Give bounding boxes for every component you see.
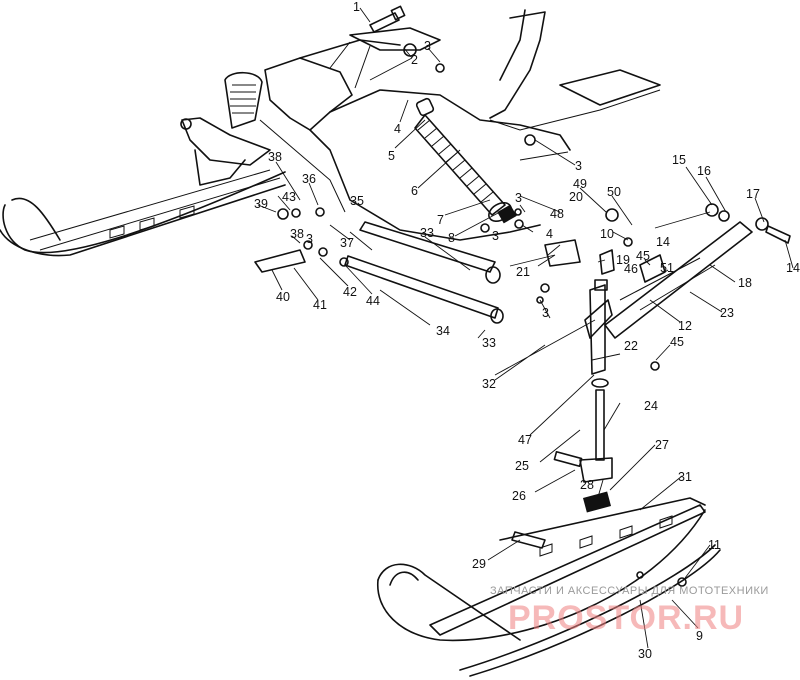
- label-8: 8: [448, 231, 455, 245]
- tie-rod-assembly: [604, 203, 791, 339]
- label-15: 15: [672, 153, 686, 167]
- label-20: 20: [569, 190, 583, 204]
- label-50: 50: [607, 185, 621, 199]
- label-4: 4: [394, 122, 401, 136]
- part-number-labels: 1 2 3 3 3 3 3 3 4 4 5 6 7 8 9 10 11 12 1…: [254, 0, 800, 661]
- label-33: 33: [420, 226, 434, 240]
- label-3: 3: [542, 306, 549, 320]
- label-30: 30: [638, 647, 652, 661]
- label-25: 25: [515, 459, 529, 473]
- label-5: 5: [388, 149, 395, 163]
- label-6: 6: [411, 184, 418, 198]
- watermark-tagline: ЗАПЧАСТИ И АКСЕССУАРЫ ДЛЯ МОТОТЕХНИКИ: [490, 585, 769, 597]
- label-44: 44: [366, 294, 380, 308]
- label-23: 23: [720, 306, 734, 320]
- label-42: 42: [343, 285, 357, 299]
- label-19: 19: [616, 253, 630, 267]
- label-40: 40: [276, 290, 290, 304]
- label-33: 33: [482, 336, 496, 350]
- label-3: 3: [306, 232, 313, 246]
- label-51: 51: [660, 261, 674, 275]
- label-10: 10: [600, 227, 614, 241]
- label-4: 4: [546, 227, 553, 241]
- watermark: ЗАПЧАСТИ И АКСЕССУАРЫ ДЛЯ МОТОТЕХНИКИ PR…: [490, 585, 790, 645]
- bulkhead-frame: [259, 9, 661, 241]
- label-12: 12: [678, 319, 692, 333]
- spindle: [553, 279, 613, 483]
- label-14: 14: [786, 261, 800, 275]
- label-32: 32: [482, 377, 496, 391]
- label-39: 39: [254, 197, 268, 211]
- label-36: 36: [302, 172, 316, 186]
- label-46: 46: [624, 262, 638, 276]
- label-1: 1: [353, 0, 360, 14]
- bolt-1: [369, 5, 406, 33]
- label-9: 9: [696, 629, 703, 643]
- front-shock: [414, 97, 517, 224]
- label-21: 21: [516, 265, 530, 279]
- label-3: 3: [492, 229, 499, 243]
- label-28: 28: [580, 478, 594, 492]
- label-14: 14: [656, 235, 670, 249]
- label-43: 43: [282, 190, 296, 204]
- label-17: 17: [746, 187, 760, 201]
- label-31: 31: [678, 470, 692, 484]
- leader-lines: [257, 7, 794, 649]
- label-37: 37: [340, 236, 354, 250]
- rear-ski: [0, 169, 286, 257]
- label-7: 7: [437, 213, 444, 227]
- label-38: 38: [290, 227, 304, 241]
- label-29: 29: [472, 557, 486, 571]
- rear-shock-assembly: [180, 71, 271, 186]
- label-38: 38: [268, 150, 282, 164]
- label-45: 45: [670, 335, 684, 349]
- front-ski: [377, 491, 721, 677]
- label-27: 27: [655, 438, 669, 452]
- label-22: 22: [624, 339, 638, 353]
- label-34: 34: [436, 324, 450, 338]
- label-3: 3: [575, 159, 582, 173]
- label-45: 45: [636, 249, 650, 263]
- label-35: 35: [350, 194, 364, 208]
- label-16: 16: [697, 164, 711, 178]
- label-3: 3: [515, 191, 522, 205]
- label-48: 48: [550, 207, 564, 221]
- label-11: 11: [708, 538, 721, 552]
- label-47: 47: [518, 433, 532, 447]
- label-26: 26: [512, 489, 526, 503]
- small-hardware: [254, 43, 687, 587]
- label-2: 2: [411, 53, 418, 67]
- watermark-logo: PROSTOR.RU: [508, 599, 745, 637]
- label-41: 41: [313, 298, 327, 312]
- label-3: 3: [424, 39, 431, 53]
- label-49: 49: [573, 177, 587, 191]
- label-18: 18: [738, 276, 752, 290]
- label-24: 24: [644, 399, 658, 413]
